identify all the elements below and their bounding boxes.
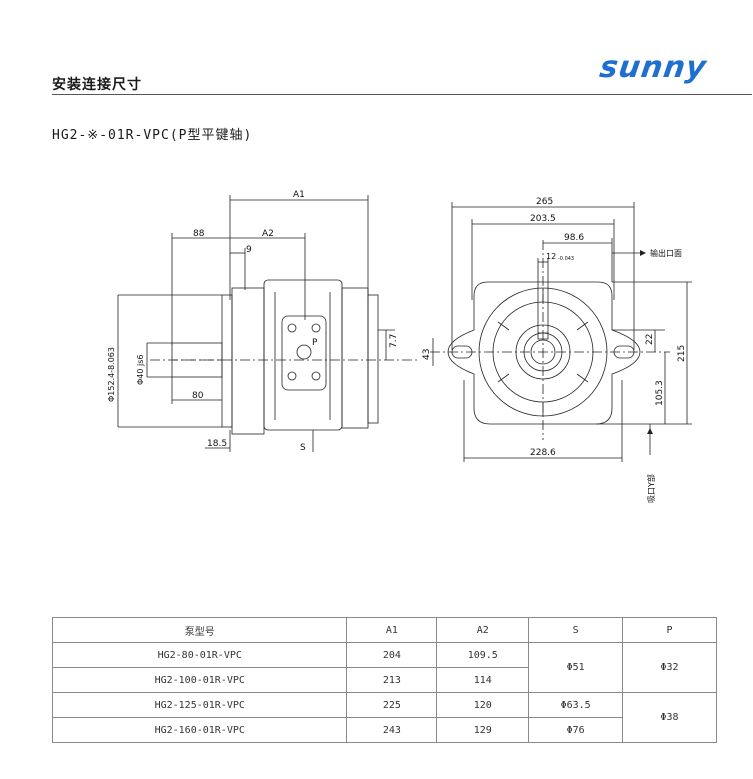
cell-s: Φ51	[528, 642, 624, 693]
cell-a1: 204	[346, 642, 438, 668]
side-view-labels: A1 88 A2 9 7.7 Φ152.4-8.063 Φ40 js6 80 1…	[107, 190, 399, 453]
port-p-label: P	[312, 338, 318, 348]
dim-265-label: 265	[536, 197, 553, 207]
cell-s: Φ76	[528, 717, 624, 743]
flange-dia-label: Φ152.4-8.063	[107, 347, 116, 402]
cell-a2: 109.5	[436, 642, 530, 668]
cell-model: HG2-80-01R-VPC	[51, 642, 348, 668]
port-p-hole	[296, 344, 312, 360]
dim-88-label: 88	[193, 229, 205, 239]
cell-a1: 213	[346, 667, 438, 693]
shaft-dia-label: Φ40 js6	[136, 355, 145, 386]
table-row: HG2-80-01R-VPC 204 109.5 Φ51 Φ32	[51, 642, 717, 693]
model-title: HG2-※-01R-VPC(P型平键轴)	[52, 128, 253, 143]
dim-12-tol-label: -0.043	[558, 256, 574, 262]
header-a2: A2	[436, 617, 530, 643]
port-p-flange	[281, 315, 327, 391]
dim-228-6-label: 228.6	[530, 448, 556, 458]
side-front-body	[231, 287, 265, 435]
shaft	[171, 342, 223, 378]
dim-22-label: 22	[645, 334, 655, 345]
cell-a1: 225	[346, 692, 438, 718]
cell-a2: 120	[436, 692, 530, 718]
dim-a1-label: A1	[293, 190, 305, 200]
port-s-label: S	[300, 443, 306, 453]
side-rear-cap	[367, 294, 379, 424]
table-row: HG2-100-01R-VPC 213 114	[51, 667, 717, 693]
side-view	[117, 195, 420, 452]
cell-a1: 243	[346, 717, 438, 743]
dimension-drawing: A1 88 A2 9 7.7 Φ152.4-8.063 Φ40 js6 80 1…	[107, 190, 692, 503]
cell-p: Φ32	[622, 642, 717, 693]
dim-43-label: 43	[422, 349, 432, 360]
dim-105-3-label: 105.3	[655, 380, 665, 406]
front-view	[430, 202, 692, 462]
header-s: S	[528, 617, 624, 643]
dim-a2-label: A2	[262, 229, 274, 239]
header-a1: A1	[346, 617, 438, 643]
section-title: 安装连接尺寸	[52, 77, 142, 93]
dim-80-label: 80	[192, 391, 204, 401]
dim-98-6-label: 98.6	[564, 233, 584, 243]
dim-18-5-label: 18.5	[207, 439, 227, 449]
header-divider	[52, 94, 752, 95]
cell-s: Φ63.5	[528, 692, 624, 718]
front-flange	[447, 281, 641, 425]
table-row: HG2-160-01R-VPC 243 129 Φ76	[51, 717, 717, 743]
dim-9-label: 9	[246, 245, 252, 255]
cell-model: HG2-160-01R-VPC	[51, 717, 348, 743]
table-header-row: 泵型号 A1 A2 S P	[51, 617, 717, 643]
cell-a2: 114	[436, 667, 530, 693]
front-view-labels: 265 203.5 98.6 12 -0.043 输出口面 43 22 215 …	[422, 197, 687, 503]
cell-model: HG2-100-01R-VPC	[51, 667, 348, 693]
header-p: P	[622, 617, 717, 643]
dim-7-7-label: 7.7	[389, 334, 399, 348]
cell-model: HG2-125-01R-VPC	[51, 692, 348, 718]
dim-12-label: 12	[546, 252, 556, 261]
table-row: HG2-125-01R-VPC 225 120 Φ63.5 Φ38	[51, 692, 717, 743]
dim-203-5-label: 203.5	[530, 214, 556, 224]
side-flange	[221, 294, 233, 428]
header-model: 泵型号	[51, 617, 348, 643]
dim-215-label: 215	[677, 345, 687, 362]
outlet-label: 输出口面	[650, 248, 682, 258]
cell-p: Φ38	[622, 692, 717, 743]
side-rear-cover	[341, 287, 369, 429]
spec-table: 泵型号 A1 A2 S P HG2-80-01R-VPC 204 109.5 Φ…	[51, 617, 717, 743]
inlet-label: 吸口Y部	[646, 474, 656, 503]
cell-a2: 129	[436, 717, 530, 743]
